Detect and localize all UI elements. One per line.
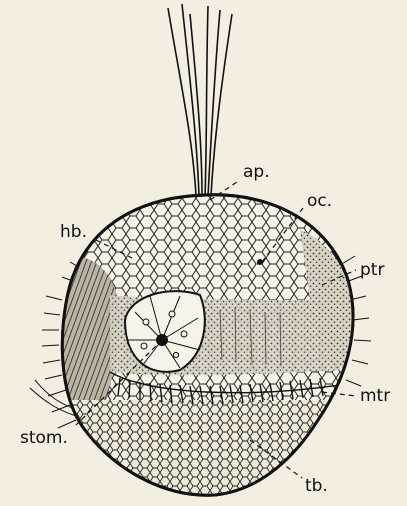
label-telotroch: tb.: [305, 478, 328, 495]
apical-tuft: [168, 4, 232, 196]
label-prototroch: ptr: [360, 262, 384, 279]
label-metatroch: mtr: [360, 388, 390, 405]
label-stomach: stom.: [20, 430, 68, 447]
larva-body: [40, 195, 360, 506]
label-apical: ap.: [243, 164, 270, 181]
label-hyposphere: hb.: [60, 224, 87, 241]
label-ocellus: oc.: [307, 193, 332, 210]
